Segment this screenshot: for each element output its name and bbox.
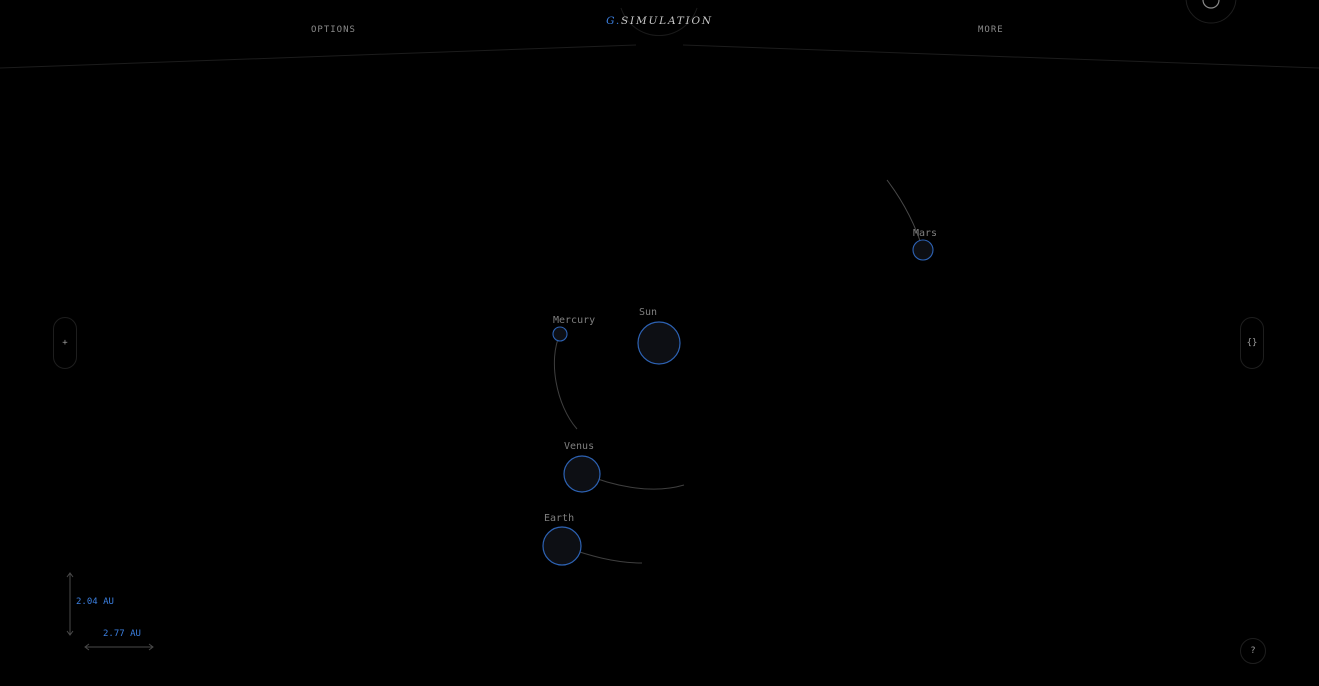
earth-body[interactable] bbox=[542, 526, 582, 566]
header-line-left bbox=[0, 44, 637, 69]
add-body-button[interactable]: + bbox=[53, 317, 77, 369]
mars-label: Mars bbox=[913, 228, 938, 239]
question-icon: ? bbox=[1250, 646, 1256, 656]
logo-accent: G. bbox=[606, 15, 622, 27]
plus-icon: + bbox=[62, 338, 68, 348]
toggle-ring-icon bbox=[1202, 0, 1220, 9]
header-line-right bbox=[682, 44, 1319, 69]
venus-body[interactable] bbox=[563, 455, 601, 493]
mercury-label: Mercury bbox=[553, 315, 596, 326]
mars-body[interactable] bbox=[912, 239, 934, 261]
vertical-scale-label: 2.04 AU bbox=[76, 597, 114, 607]
venus-label: Venus bbox=[564, 441, 595, 452]
scale-indicator bbox=[66, 572, 154, 651]
earth-label: Earth bbox=[544, 513, 575, 524]
braces-icon: {} bbox=[1246, 338, 1258, 348]
more-menu-link[interactable]: MORE bbox=[978, 25, 1004, 35]
options-menu-link[interactable]: OPTIONS bbox=[311, 25, 356, 35]
sun-body[interactable] bbox=[637, 321, 681, 365]
mars-orbit-trail bbox=[886, 179, 924, 251]
horizontal-scale-label: 2.77 AU bbox=[103, 629, 141, 639]
mercury-body[interactable] bbox=[552, 326, 568, 342]
help-button[interactable]: ? bbox=[1240, 638, 1266, 664]
logo-text: SIMULATION bbox=[621, 15, 713, 27]
top-right-toggle[interactable] bbox=[1185, 0, 1237, 24]
app-logo: G.SIMULATION bbox=[0, 15, 1319, 27]
mercury-orbit-trail bbox=[554, 333, 578, 430]
sun-label: Sun bbox=[639, 307, 658, 318]
header-dial-arc bbox=[620, 7, 698, 37]
code-panel-button[interactable]: {} bbox=[1240, 317, 1264, 369]
